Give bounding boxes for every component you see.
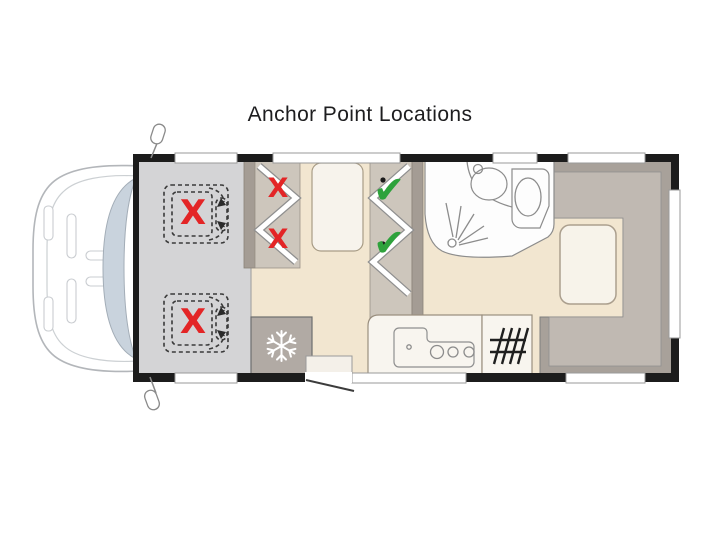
anchor-point-dot (380, 177, 386, 183)
window (492, 152, 538, 164)
x-mark-icon: X (180, 302, 206, 342)
check-icon: ✔ (373, 221, 405, 265)
dinette-table (311, 162, 364, 252)
bathroom (424, 160, 555, 258)
windows (174, 152, 681, 392)
x-mark-icon: X (180, 193, 206, 233)
window (351, 372, 467, 384)
grille-detail (66, 278, 77, 324)
kitchen-counter (367, 314, 483, 378)
sink-icon (470, 167, 508, 201)
bed-mattress (559, 224, 617, 305)
galley (250, 314, 533, 378)
dinette (243, 160, 424, 346)
shower-icon (445, 202, 489, 248)
window (565, 372, 646, 384)
stove-icon (393, 327, 475, 368)
window (174, 372, 238, 384)
grille-detail (66, 213, 77, 259)
door-swing-line (305, 379, 355, 392)
sink-tap-icon (472, 163, 484, 175)
anchor-point-dot (380, 241, 386, 247)
window (272, 152, 401, 164)
window (567, 152, 646, 164)
page-title: Anchor Point Locations (247, 103, 473, 126)
toilet-icon (511, 168, 550, 229)
x-mark-icon: X (268, 173, 289, 204)
wing-mirror (143, 376, 161, 411)
rear-bed-area (539, 160, 673, 376)
headlight (43, 205, 54, 241)
cab-body (32, 164, 140, 373)
door-opening (305, 372, 352, 383)
rear-facing-bench-backrest (243, 160, 256, 269)
window (174, 152, 238, 164)
wing-mirror (150, 123, 166, 159)
check-icon: ✔ (373, 168, 405, 212)
window (668, 189, 681, 339)
bed-surround-inner (548, 171, 662, 367)
headlight (43, 296, 54, 332)
x-mark-icon: X (268, 224, 289, 255)
heater-vent-icon (490, 327, 530, 365)
fridge (250, 316, 313, 376)
cab-floor-area (139, 161, 251, 375)
